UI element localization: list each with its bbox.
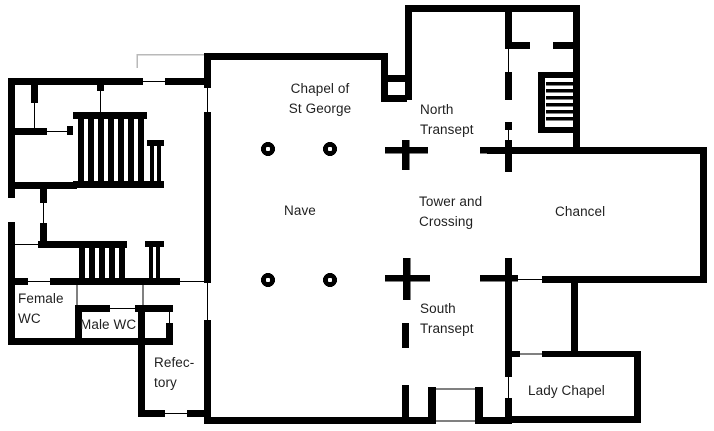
room-label-refectory: Refec- tory [154,355,195,390]
nave-columns [261,142,337,287]
room-label-chancel: Chancel [555,204,606,219]
room-label-north-transept: North Transept [420,102,474,137]
walls [8,5,707,424]
room-label-nave: Nave [284,203,316,218]
room-label-female-wc: Female WC [18,291,64,326]
room-label-south-transept: South Transept [420,301,474,336]
southwest-staircase [75,241,164,278]
room-label-chapel-of-st-george: Chapel of St George [288,81,352,116]
room-label-male-wc: Male WC [80,317,137,332]
door-openings [15,47,542,422]
northwest-staircase [73,112,164,188]
room-label-tower-and-crossing: Tower and Crossing [419,194,483,229]
room-label-lady-chapel: Lady Chapel [528,383,605,398]
northeast-staircase [538,72,575,133]
planned-area-outline [136,53,204,68]
crossing-piers [385,140,520,300]
